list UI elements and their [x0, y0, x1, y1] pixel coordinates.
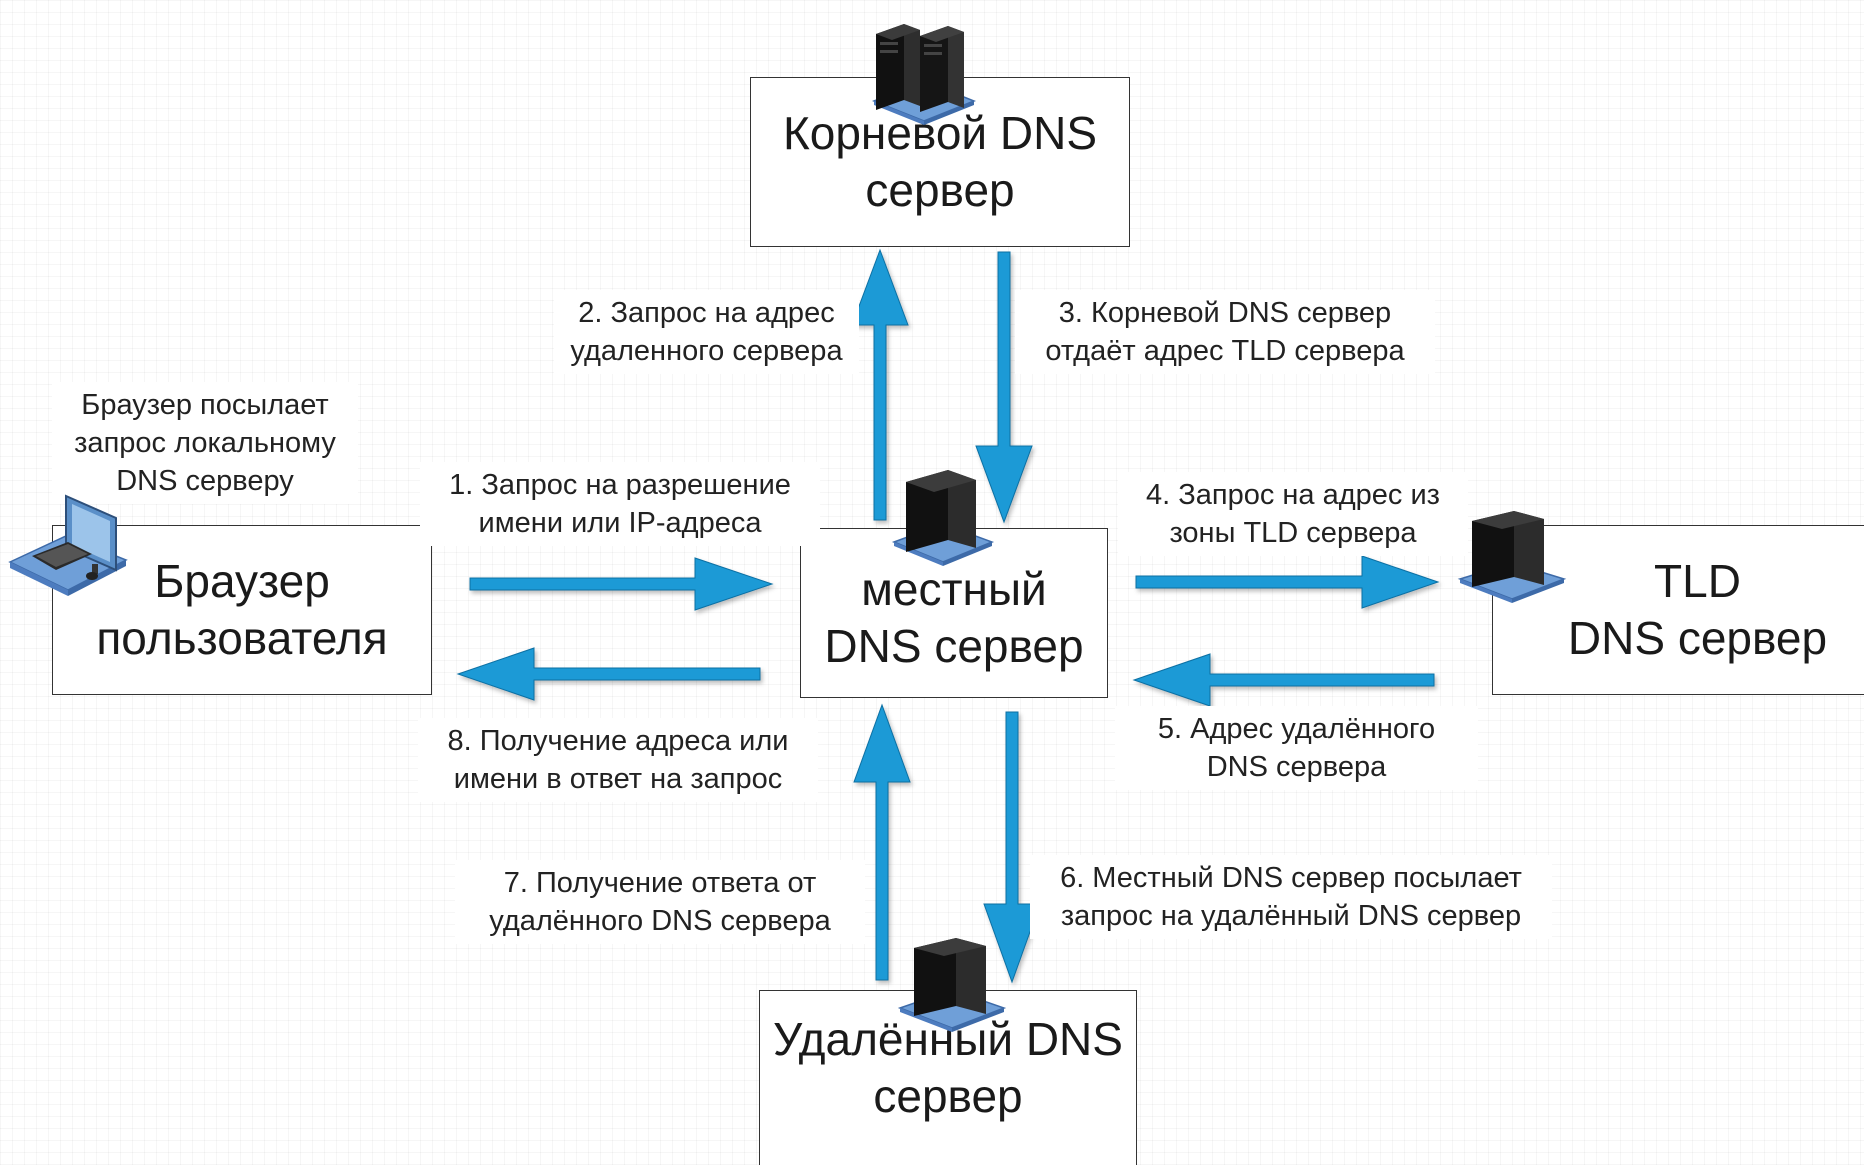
- computer-workstation-icon: [8, 494, 128, 596]
- server-icon: [897, 938, 1007, 1032]
- root-dns-server-label: Корневой DNS сервер: [782, 107, 1098, 216]
- arrow-step5: [1132, 653, 1435, 707]
- root-dns-server-box: Корневой DNS сервер: [750, 77, 1130, 247]
- local-dns-server-label: местный DNS сервер: [824, 563, 1084, 672]
- step6-label: 6. Местный DNS сервер посылает запрос на…: [1030, 855, 1552, 939]
- step7-label: 7. Получение ответа от удалённого DNS се…: [455, 860, 865, 944]
- remote-dns-server-box: Удалённый DNS сервер: [759, 990, 1137, 1165]
- step3-label: 3. Корневой DNS сервер отдаёт адрес TLD …: [1015, 290, 1435, 374]
- step1-label: 1. Запрос на разрешение имени или IP-адр…: [420, 462, 820, 546]
- tld-dns-server-label: TLD DNS сервер: [1567, 555, 1828, 664]
- tld-dns-server-box: TLD DNS сервер: [1492, 525, 1864, 695]
- step5-label: 5. Адрес удалённого DNS сервера: [1115, 706, 1478, 790]
- step4-label: 4. Запрос на адрес из зоны TLD сервера: [1118, 472, 1468, 556]
- arrow-step8: [456, 647, 761, 701]
- step2-label: 2. Запрос на адрес удаленного сервера: [554, 290, 859, 374]
- server-icon: [891, 470, 995, 566]
- server-icon: [1457, 511, 1567, 603]
- step8-label: 8. Получение адреса или имени в ответ на…: [418, 718, 818, 802]
- browser-note-label: Браузер посылает запрос локальному DNS с…: [52, 382, 358, 504]
- arrow-step4: [1135, 555, 1440, 609]
- user-browser-label: Браузер пользователя: [96, 555, 388, 664]
- server-rack-icon: [871, 24, 977, 125]
- arrow-step1: [469, 557, 774, 611]
